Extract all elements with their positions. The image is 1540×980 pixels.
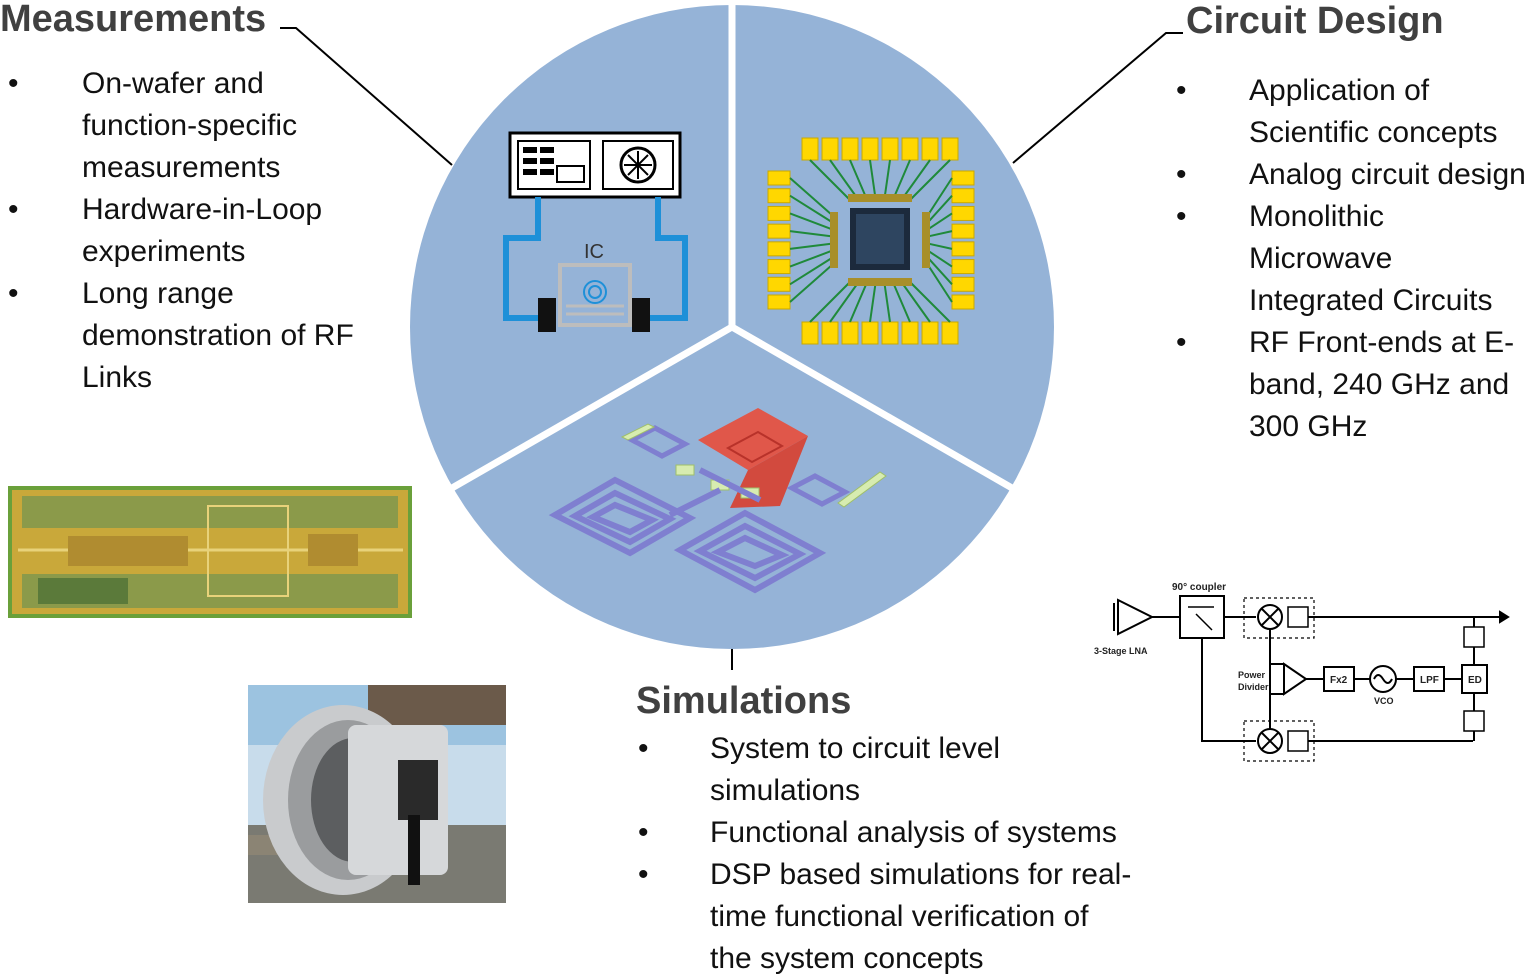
circuit-design-item-4-line-3: 300 GHz xyxy=(1176,406,1540,448)
circuit-design-item-1-line-2: Scientific concepts xyxy=(1176,112,1540,154)
simulations-item-2: • Functional analysis of systems xyxy=(638,812,1158,854)
circuit-design-item-text: Application of xyxy=(1249,74,1430,107)
measurements-item-3-line-2: demonstration of RF xyxy=(8,315,388,357)
bullet-glyph: • xyxy=(1176,74,1187,107)
circuit-design-item-text: Scientific concepts xyxy=(1249,116,1498,149)
circuit-design-item-3-line-3: Integrated Circuits xyxy=(1176,280,1540,322)
measurements-item-1: • On-wafer and xyxy=(8,63,388,105)
simulations-item-3: • DSP based simulations for real- xyxy=(638,854,1158,896)
measurements-item-2: • Hardware-in-Loop xyxy=(8,189,388,231)
measurements-item-text: demonstration of RF xyxy=(82,319,354,352)
divider-left xyxy=(450,323,734,492)
lna-label: 3-Stage LNA xyxy=(1094,646,1148,656)
measurements-title: Measurements xyxy=(0,0,267,40)
ic-label: IC xyxy=(584,241,604,263)
simulations-item-text: DSP based simulations for real- xyxy=(710,858,1132,891)
ed-label: ED xyxy=(1468,675,1482,686)
bullet-glyph: • xyxy=(638,816,649,849)
antenna-photo xyxy=(248,685,506,903)
bullet-glyph: • xyxy=(1176,326,1187,359)
circuit-design-item-text: RF Front-ends at E- xyxy=(1249,326,1515,359)
bullet-glyph: • xyxy=(8,277,19,310)
circuit-design-item-4-line-2: band, 240 GHz and xyxy=(1176,364,1540,406)
circuit-design-item-text: 300 GHz xyxy=(1249,410,1368,443)
lpf-label: LPF xyxy=(1420,675,1439,686)
bullet-glyph: • xyxy=(1176,200,1187,233)
simulations-item-1-line-2: simulations xyxy=(638,770,1158,812)
simulations-item-3-line-2: time functional verification of xyxy=(638,896,1158,938)
measurements-item-text: Hardware-in-Loop xyxy=(82,193,323,226)
measurements-item-1-line-3: measurements xyxy=(8,147,388,189)
measurements-item-text: function-specific xyxy=(82,109,298,142)
measurement-setup-illustration xyxy=(503,131,688,332)
inductor-layout-illustration xyxy=(548,408,887,594)
simulations-item-3-line-3: the system concepts xyxy=(638,938,1158,980)
circuit-design-item-text: Microwave xyxy=(1249,242,1393,275)
circuit-design-connector xyxy=(1012,32,1183,164)
circuit-design-item-3-line-2: Microwave xyxy=(1176,238,1540,280)
measurements-connector xyxy=(280,27,453,166)
simulations-list: • System to circuit level simulations • Func… xyxy=(638,728,1158,980)
circuit-design-list: • Application of Scientific concepts • Analo… xyxy=(1176,70,1540,448)
simulations-item-text: time functional verification of xyxy=(710,900,1089,933)
chip-package-illustration xyxy=(767,137,975,345)
simulations-item-text: simulations xyxy=(710,774,861,807)
simulations-item-text: the system concepts xyxy=(710,942,984,975)
measurements-item-text: experiments xyxy=(82,235,246,268)
circuit-design-item-text: Monolithic xyxy=(1249,200,1385,233)
chip-micrograph-photo xyxy=(8,486,412,618)
circuit-design-item-2: • Analog circuit design xyxy=(1176,154,1540,196)
circuit-design-item-3: • Monolithic xyxy=(1176,196,1540,238)
simulations-title: Simulations xyxy=(636,680,852,722)
simulations-item-text: Functional analysis of systems xyxy=(710,816,1117,849)
power-divider-label-2: Divider xyxy=(1238,682,1269,692)
simulations-item-text: System to circuit level xyxy=(710,732,1001,765)
vco-label: VCO xyxy=(1374,696,1394,706)
bullet-glyph: • xyxy=(638,732,649,765)
measurements-item-3: • Long range xyxy=(8,273,388,315)
bullet-glyph: • xyxy=(8,67,19,100)
power-divider-label-1: Power xyxy=(1238,670,1266,680)
measurements-item-3-line-3: Links xyxy=(8,357,388,399)
fx2-label: Fx2 xyxy=(1330,675,1348,686)
bullet-glyph: • xyxy=(1176,158,1187,191)
circuit-design-item-text: band, 240 GHz and xyxy=(1249,368,1510,401)
circuit-design-item-1: • Application of xyxy=(1176,70,1540,112)
bullet-glyph: • xyxy=(8,193,19,226)
measurements-item-text: On-wafer and xyxy=(82,67,264,100)
measurements-item-2-line-2: experiments xyxy=(8,231,388,273)
divider-right xyxy=(730,323,1014,492)
measurements-item-1-line-2: function-specific xyxy=(8,105,388,147)
measurements-list: • On-wafer and function-specific measuremen… xyxy=(8,63,388,399)
rf-block-diagram xyxy=(1113,595,1510,762)
bullet-glyph: • xyxy=(638,858,649,891)
circuit-design-item-text: Analog circuit design xyxy=(1249,158,1526,191)
circuit-design-item-4: • RF Front-ends at E- xyxy=(1176,322,1540,364)
measurements-item-text: Long range xyxy=(82,277,234,310)
measurements-item-text: measurements xyxy=(82,151,281,184)
circuit-design-item-text: Integrated Circuits xyxy=(1249,284,1493,317)
simulations-item-1: • System to circuit level xyxy=(638,728,1158,770)
measurements-item-text: Links xyxy=(82,361,153,394)
coupler-label: 90° coupler xyxy=(1172,582,1226,593)
circuit-design-title: Circuit Design xyxy=(1186,0,1444,42)
